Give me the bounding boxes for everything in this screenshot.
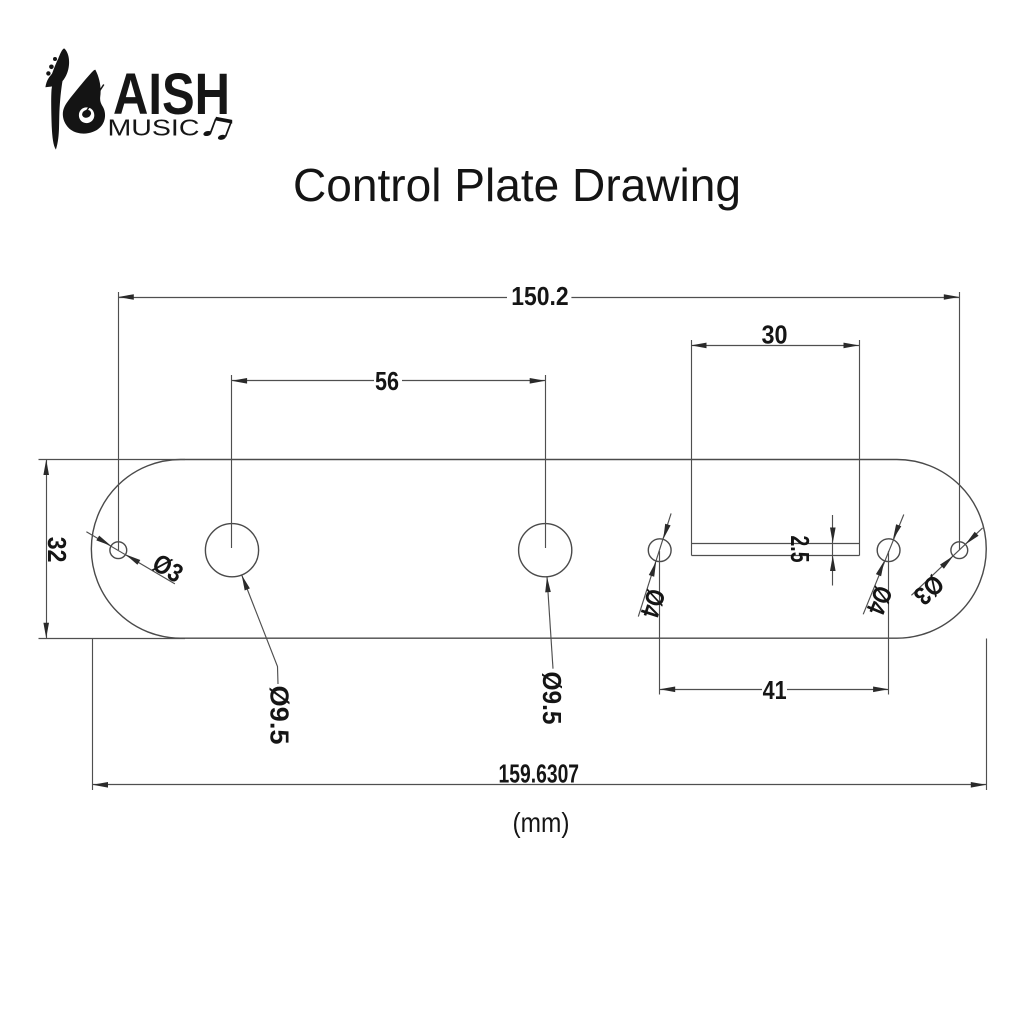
svg-text:159.6307: 159.6307 (499, 758, 580, 788)
svg-text:Ø3: Ø3 (908, 569, 950, 611)
svg-text:150.2: 150.2 (511, 281, 568, 311)
svg-text:(mm): (mm) (513, 807, 570, 838)
svg-text:MUSIC: MUSIC (108, 115, 200, 141)
svg-text:Ø4: Ø4 (860, 582, 898, 620)
svg-text:30: 30 (762, 320, 788, 350)
svg-text:Ø4: Ø4 (634, 585, 671, 621)
svg-text:41: 41 (763, 675, 787, 705)
svg-text:Control Plate Drawing: Control Plate Drawing (293, 159, 741, 211)
svg-text:Ø9.5: Ø9.5 (537, 672, 567, 725)
svg-text:Ø3: Ø3 (147, 548, 188, 589)
svg-text:2.5: 2.5 (785, 536, 815, 563)
svg-text:56: 56 (375, 366, 399, 396)
svg-text:32: 32 (42, 537, 72, 563)
svg-text:AISH: AISH (113, 62, 230, 127)
svg-text:Ø9.5: Ø9.5 (264, 686, 294, 745)
